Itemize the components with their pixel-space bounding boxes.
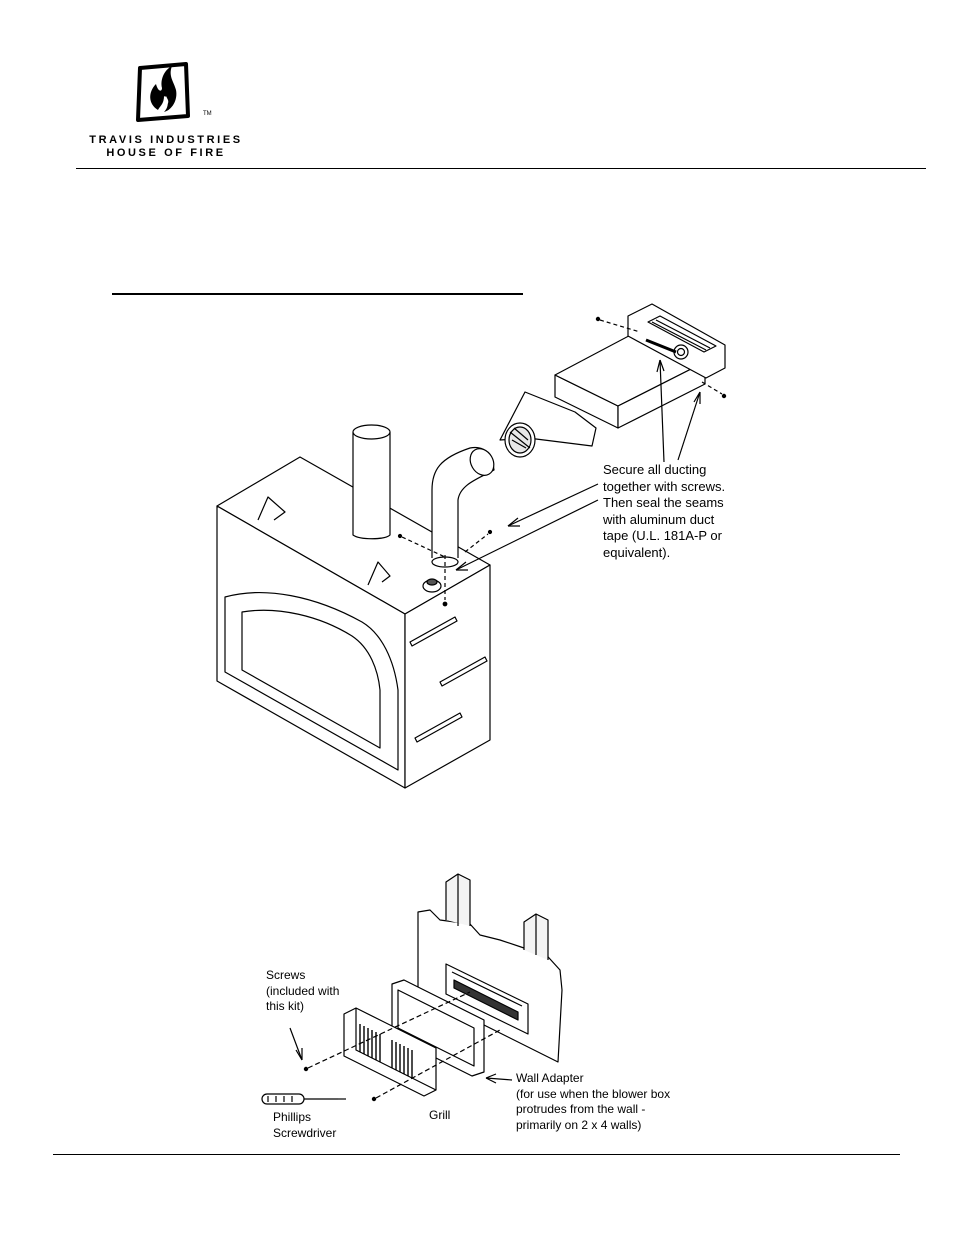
- trademark-mark: TM: [203, 111, 212, 117]
- callout-line: together with screws.: [603, 478, 726, 494]
- label-line: protrudes from the wall -: [516, 1102, 646, 1116]
- label-line: Screws: [266, 968, 306, 982]
- label-line: (included with: [266, 983, 340, 998]
- brand-name: TRAVIS INDUSTRIES: [89, 134, 243, 146]
- label-line: Screwdriver: [273, 1125, 337, 1140]
- brand-tagline: HOUSE OF FIRE: [106, 147, 226, 159]
- callout-line: Then seal the seams: [603, 495, 724, 510]
- label-line: this kit): [266, 999, 305, 1013]
- label-line: primarily on 2 x 4 walls): [516, 1117, 642, 1132]
- section-heading-underline: [112, 293, 523, 295]
- footer-rule: [53, 1154, 900, 1155]
- callout-line: with aluminum duct: [603, 511, 715, 527]
- callout-line: Secure all ducting: [603, 462, 707, 477]
- screwdriver-label: Phillips Screwdriver: [273, 1110, 393, 1141]
- grill-label: Grill: [429, 1108, 451, 1122]
- callout-line: equivalent).: [603, 544, 671, 560]
- fireplace-ducting-illustration: [216, 303, 727, 789]
- header-rule: [76, 168, 926, 169]
- callout-line: tape (U.L. 181A-P or: [603, 528, 722, 543]
- label-line: Phillips: [273, 1110, 312, 1124]
- ducting-callout: Secure all ducting together with screws.…: [603, 462, 803, 561]
- wall-adapter-label: Wall Adapter (for use when the blower bo…: [516, 1071, 736, 1133]
- label-line: (for use when the blower box: [516, 1086, 671, 1101]
- label-line: Wall Adapter: [516, 1071, 584, 1085]
- flame-logo-icon: [136, 62, 190, 122]
- screws-label: Screws (included with this kit): [266, 968, 406, 1015]
- grill-wall-adapter-illustration: [261, 873, 563, 1105]
